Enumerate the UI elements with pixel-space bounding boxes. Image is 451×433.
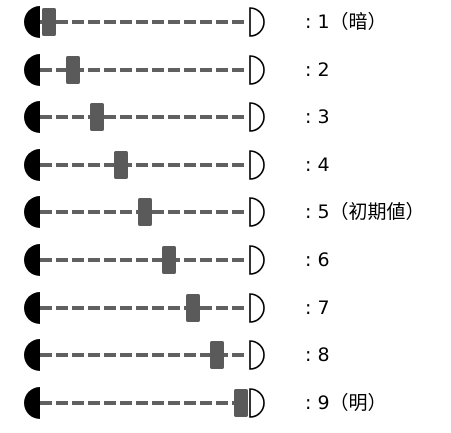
brightness-level-label: : 1（暗）: [305, 11, 387, 33]
slider-knob: [138, 198, 152, 227]
brightness-level-row: : 7: [0, 288, 451, 328]
brightness-level-row: : 3: [0, 97, 451, 137]
dark-end-icon: [24, 101, 40, 134]
bright-end-icon: [249, 149, 265, 180]
brightness-slider-illustration: [24, 6, 265, 38]
brightness-slider-illustration: [24, 53, 265, 86]
brightness-level-row: : 4: [0, 145, 451, 185]
dark-end-icon: [24, 148, 40, 181]
dark-end-icon: [24, 6, 40, 38]
brightness-level-label: : 6: [305, 249, 330, 271]
slider-knob: [234, 388, 248, 417]
brightness-slider-illustration: [24, 244, 265, 276]
brightness-level-label: : 4: [305, 153, 330, 176]
slider-knob: [162, 246, 176, 274]
dark-end-icon: [24, 244, 40, 276]
brightness-level-label: : 2: [305, 58, 330, 81]
dark-end-icon: [24, 196, 40, 229]
brightness-level-row: : 2: [0, 50, 451, 90]
brightness-level-row: : 9（明）: [0, 383, 451, 423]
brightness-slider-illustration: [24, 291, 265, 324]
brightness-slider-illustration: [24, 101, 265, 134]
slider-knob: [66, 55, 80, 84]
slider-knob: [90, 103, 104, 132]
dark-end-icon: [24, 386, 40, 419]
bright-end-icon: [249, 245, 265, 275]
brightness-slider-illustration: [24, 339, 265, 372]
brightness-level-row: : 5（初期値）: [0, 192, 451, 232]
bright-end-icon: [249, 292, 265, 323]
bright-end-icon: [249, 387, 265, 418]
brightness-level-row: : 1（暗）: [0, 2, 451, 42]
bright-end-icon: [249, 102, 265, 132]
brightness-slider-illustration: [24, 386, 265, 419]
dark-end-icon: [24, 339, 40, 372]
brightness-level-label: : 3: [305, 106, 330, 129]
bright-end-icon: [249, 54, 265, 85]
brightness-level-label: : 8: [305, 344, 330, 367]
brightness-level-row: : 8: [0, 335, 451, 375]
brightness-level-label: : 9（明）: [305, 391, 387, 414]
slider-knob: [114, 150, 128, 179]
slider-knob: [210, 341, 224, 370]
slider-knob: [42, 8, 56, 36]
slider-knob: [186, 293, 200, 322]
brightness-level-label: : 7: [305, 296, 330, 319]
bright-end-icon: [249, 7, 265, 37]
dark-end-icon: [24, 53, 40, 86]
brightness-level-label: : 5（初期値）: [305, 201, 425, 224]
brightness-slider-illustration: [24, 148, 265, 181]
dark-end-icon: [24, 291, 40, 324]
brightness-slider-illustration: [24, 196, 265, 229]
brightness-level-row: : 6: [0, 240, 451, 280]
bright-end-icon: [249, 197, 265, 228]
bright-end-icon: [249, 340, 265, 370]
